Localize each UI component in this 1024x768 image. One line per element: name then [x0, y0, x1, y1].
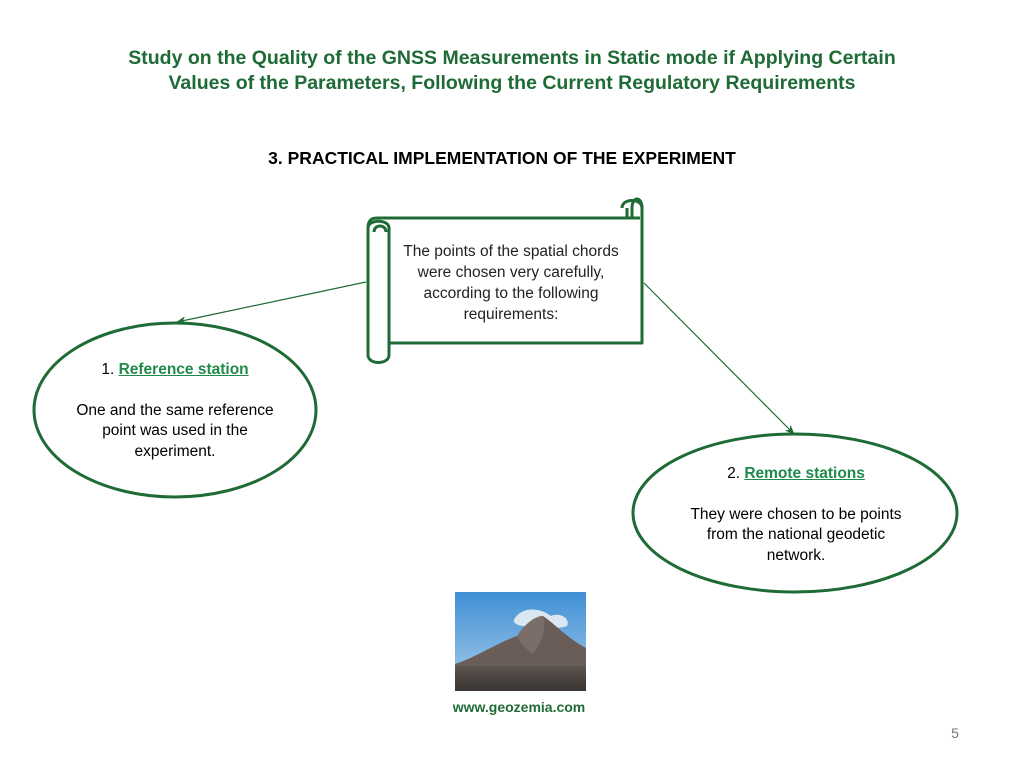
- section-heading: 3. PRACTICAL IMPLEMENTATION OF THE EXPER…: [268, 148, 736, 168]
- reference-station-number: 1.: [101, 361, 119, 378]
- scroll-shape: [366, 197, 644, 364]
- arrow-to-remote: [643, 282, 795, 435]
- remote-stations-heading: 2. Remote stations: [680, 464, 912, 485]
- page-number: 5: [951, 725, 959, 741]
- remote-stations-link[interactable]: Remote stations: [744, 465, 865, 482]
- remote-stations-number: 2.: [727, 465, 745, 482]
- scroll-text: The points of the spatial chords were ch…: [403, 243, 619, 323]
- remote-stations-ellipse: [631, 432, 959, 594]
- reference-station-heading: 1. Reference station: [68, 360, 282, 381]
- spacer: [680, 485, 912, 505]
- slide-title-line-2: Values of the Parameters, Following the …: [168, 72, 856, 94]
- remote-stations-description: They were chosen to be points from the n…: [690, 505, 902, 564]
- reference-station-link[interactable]: Reference station: [118, 361, 249, 378]
- reference-station-ellipse: [32, 321, 318, 499]
- remote-stations-text: 2. Remote stations They were chosen to b…: [680, 464, 912, 566]
- volcano-photo: [455, 592, 586, 691]
- reference-station-text: 1. Reference station One and the same re…: [68, 360, 282, 462]
- reference-station-description: One and the same reference point was use…: [76, 401, 274, 460]
- slide-title: Study on the Quality of the GNSS Measure…: [60, 46, 964, 96]
- spacer: [68, 381, 282, 401]
- website-link[interactable]: www.geozemia.com: [452, 699, 586, 715]
- arrow-to-reference: [176, 281, 367, 325]
- slide-title-line-1: Study on the Quality of the GNSS Measure…: [128, 47, 896, 69]
